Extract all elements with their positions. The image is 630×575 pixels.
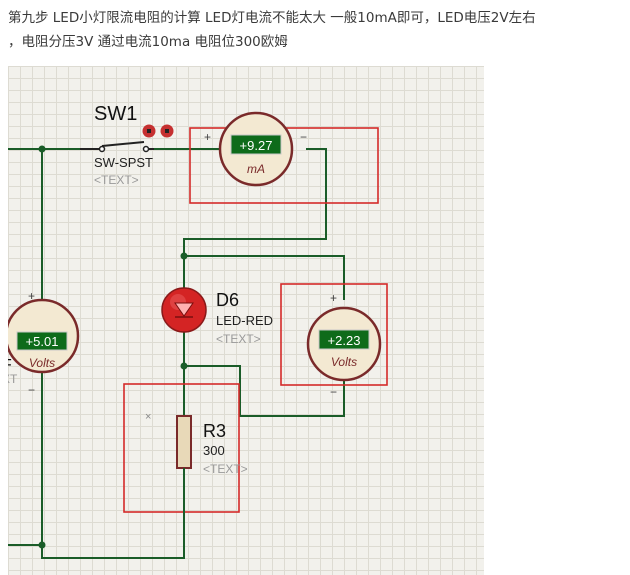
switch-blade [101, 141, 145, 147]
voltmeter-source-minus-sign: − [28, 383, 35, 397]
switch-text-placeholder: <TEXT> [94, 173, 139, 187]
toggle-mark [147, 129, 151, 133]
voltmeter-source[interactable]: +5.01 Volts + − F XT [8, 289, 80, 397]
circuit-diagram: SW1 SW-SPST <TEXT> +9.27 mA + − [8, 103, 388, 559]
switch-name: SW1 [94, 103, 137, 125]
led-d6[interactable]: D6 LED-RED <TEXT> [161, 287, 273, 346]
meter-display [230, 134, 282, 155]
ammeter-unit: mA [247, 162, 265, 176]
voltmeter-source-reading: +5.01 [26, 334, 59, 349]
switch-sw1[interactable]: SW1 SW-SPST <TEXT> [80, 103, 174, 187]
caption-line-2: ，电阻分压3V 通过电流10ma 电阻位300欧姆 [8, 34, 288, 50]
led-type: LED-RED [216, 313, 273, 328]
led-diode-symbol-icon [174, 302, 194, 317]
resistor-r3[interactable]: × R3 300 <TEXT> [123, 383, 248, 530]
voltmeter-led-unit: Volts [331, 355, 357, 369]
selection-box [280, 283, 388, 386]
junction-dot [180, 362, 188, 370]
ammeter[interactable]: +9.27 mA + − [189, 111, 379, 204]
resistor-body [176, 415, 192, 469]
switch-terminal [98, 145, 106, 153]
voltmeter-led-plus-sign: + [330, 291, 337, 305]
schematic-canvas[interactable]: SW1 SW-SPST <TEXT> +9.27 mA + − [8, 66, 484, 575]
origin-marker-icon: × [145, 411, 151, 423]
switch-type: SW-SPST [94, 155, 153, 170]
voltmeter-source-text-placeholder: XT [8, 372, 18, 386]
ammeter-reading: +9.27 [240, 138, 273, 153]
resistor-name: R3 [203, 421, 226, 441]
ammeter-plus-sign: + [204, 130, 211, 144]
voltmeter-led-minus-sign: − [330, 385, 337, 399]
meter-display [16, 331, 68, 351]
led-name: D6 [216, 290, 239, 310]
junction-dot [38, 145, 46, 153]
wire-led-voltmeter-return [184, 365, 345, 417]
voltmeter-source-unit: Volts [29, 356, 55, 370]
voltmeter-led-reading: +2.23 [328, 333, 361, 348]
voltmeter-source-label: F [8, 357, 12, 374]
wire-to-led-voltmeter [184, 255, 345, 294]
selection-box [123, 383, 240, 513]
caption-line-1: 第九步 LED小灯限流电阻的计算 LED灯电流不能太大 一般10mA即可，LED… [8, 10, 536, 26]
junction-dot [38, 541, 46, 549]
resistor-text-placeholder: <TEXT> [203, 462, 248, 476]
meter-display [318, 329, 370, 350]
ammeter-minus-sign: − [300, 130, 307, 144]
junctions [38, 145, 188, 549]
junction-dot [180, 252, 188, 260]
voltmeter-led[interactable]: +2.23 Volts + − [280, 283, 388, 399]
resistor-value: 300 [203, 443, 225, 458]
voltmeter-source-plus-sign: + [28, 289, 35, 303]
toggle-mark [165, 129, 169, 133]
switch-terminal [142, 145, 150, 153]
led-text-placeholder: <TEXT> [216, 332, 261, 346]
caption: 第九步 LED小灯限流电阻的计算 LED灯电流不能太大 一般10mA即可，LED… [8, 6, 620, 54]
